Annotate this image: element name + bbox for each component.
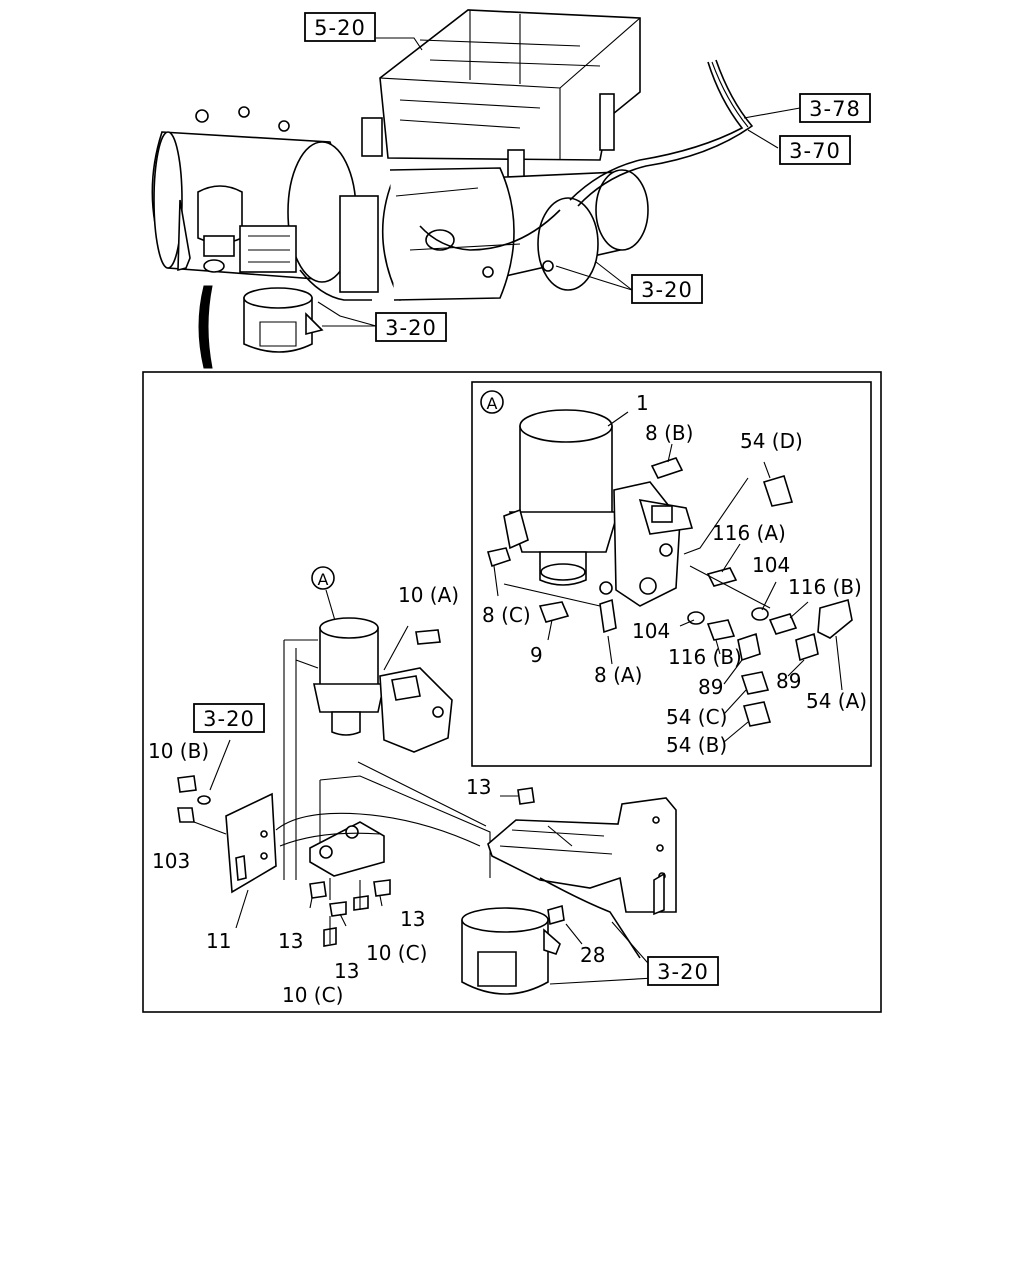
callout-28: 28 (580, 943, 605, 967)
air-dryer-overview-drawing (151, 106, 379, 301)
ref-label-5-20: 5-20 (314, 16, 366, 40)
callout-89-right: 89 (776, 669, 801, 693)
callout-8b: 8 (B) (645, 421, 693, 445)
ref-label-3-20-tank-bottom: 3-20 (657, 960, 709, 984)
main-frame (142, 371, 882, 1013)
callout-116a: 116 (A) (712, 521, 786, 545)
callout-8c: 8 (C) (482, 603, 531, 627)
callout-13-top: 13 (466, 775, 491, 799)
detail-a-marker: A (480, 390, 504, 414)
callout-13-right: 13 (400, 907, 425, 931)
callout-10b: 10 (B) (148, 739, 209, 763)
callout-10c-bottom: 10 (C) (282, 983, 343, 1007)
callout-116b-right: 116 (B) (788, 575, 862, 599)
ref-label-3-20-bracket: 3-20 (203, 707, 255, 731)
detail-a-frame (471, 381, 872, 767)
ref-label-3-20-dryer: 3-20 (385, 316, 437, 340)
callout-54c: 54 (C) (666, 705, 727, 729)
callout-104-right: 104 (752, 553, 790, 577)
detail-a-marker-label: A (487, 394, 498, 413)
callout-11: 11 (206, 929, 231, 953)
air-piping-drawing (419, 59, 754, 251)
callout-54b: 54 (B) (666, 733, 727, 757)
main-assembly-drawing (177, 566, 677, 995)
callout-9: 9 (530, 643, 543, 667)
ref-box-3-70[interactable]: 3-70 (779, 135, 851, 165)
ref-box-3-20-tanks[interactable]: 3-20 (631, 274, 703, 304)
callout-13-left: 13 (278, 929, 303, 953)
ref-box-3-20-tank-bottom[interactable]: 3-20 (647, 956, 719, 986)
callout-89-left: 89 (698, 675, 723, 699)
callout-10a: 10 (A) (398, 583, 459, 607)
callout-13-middle: 13 (334, 959, 359, 983)
ref-box-3-78[interactable]: 3-78 (799, 93, 871, 123)
ref-box-5-20[interactable]: 5-20 (304, 12, 376, 42)
detail-a-air-dryer-drawing (486, 409, 853, 743)
callout-8a: 8 (A) (594, 663, 642, 687)
main-a-marker-label: A (318, 570, 329, 589)
callout-103: 103 (152, 849, 190, 873)
ref-label-3-20-tanks: 3-20 (641, 278, 693, 302)
callout-10c-right: 10 (C) (366, 941, 427, 965)
ref-label-3-70: 3-70 (789, 139, 841, 163)
air-tanks-drawing (381, 167, 649, 301)
callout-116b-left: 116 (B) (668, 645, 742, 669)
main-a-marker-circle (311, 566, 335, 590)
ref-box-3-20-dryer[interactable]: 3-20 (375, 312, 447, 342)
ref-box-3-20-bracket[interactable]: 3-20 (193, 703, 265, 733)
callout-labels: 1 8 (B) 54 (D) 116 (A) 104 116 (B) 8 (C)… (148, 391, 867, 1007)
callout-54a: 54 (A) (806, 689, 867, 713)
callout-54d: 54 (D) (740, 429, 803, 453)
small-air-tank-overview-drawing (243, 287, 324, 353)
sweep-arrow (198, 285, 213, 369)
overview-illustration (151, 9, 801, 369)
ref-label-3-78: 3-78 (809, 97, 861, 121)
callout-1: 1 (636, 391, 649, 415)
callout-104-left: 104 (632, 619, 670, 643)
